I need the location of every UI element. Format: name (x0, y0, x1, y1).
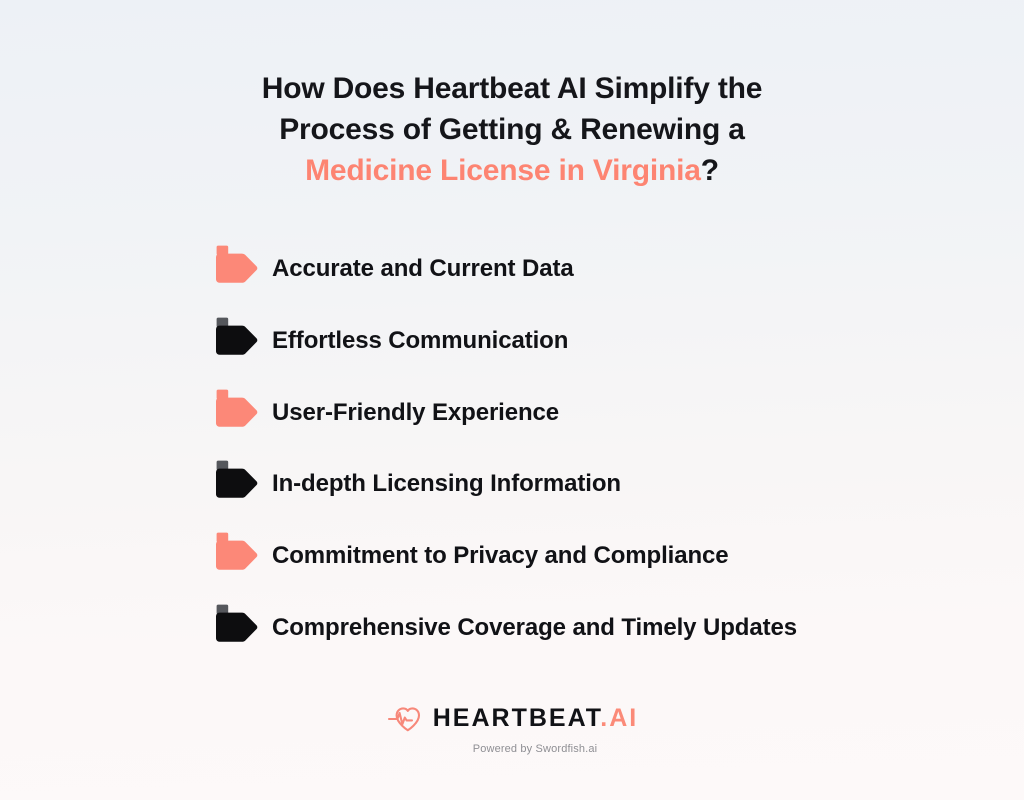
list-item: Accurate and Current Data (216, 243, 976, 315)
title-line-2: Process of Getting & Renewing a (279, 113, 745, 146)
logo-wordmark-accent: .AI (600, 703, 639, 732)
list-item-label: Accurate and Current Data (272, 255, 574, 282)
flag-icon (216, 459, 262, 507)
list-item-label: Effortless Communication (272, 326, 569, 354)
feature-list: Accurate and Current Data Effortless Com… (216, 243, 976, 674)
logo-tagline: Powered by Swordfish.ai (472, 743, 598, 755)
list-item: In-depth Licensing Information (216, 458, 976, 530)
logo-wordmark-primary: HEARTBEAT (432, 703, 601, 732)
list-item-label: Commitment to Privacy and Compliance (272, 542, 729, 570)
flag-icon (216, 316, 262, 364)
page-title: How Does Heartbeat AI Simplify the Proce… (0, 68, 1024, 191)
title-question-mark: ? (700, 154, 719, 187)
flag-icon (216, 603, 262, 651)
title-line-1: How Does Heartbeat AI Simplify the (261, 72, 763, 105)
brand-logo: HEARTBEAT.AI Powered by Swordfish.ai (0, 702, 1024, 755)
title-line-3: Medicine License in Virginia? (0, 150, 1024, 191)
flag-icon (216, 531, 262, 579)
title-accent-text: Medicine License in Virginia (305, 154, 701, 187)
logo-wordmark: HEARTBEAT.AI (432, 703, 639, 732)
heartbeat-pulse-icon (387, 707, 420, 732)
list-item-label: Comprehensive Coverage and Timely Update… (272, 613, 797, 641)
list-item: User-Friendly Experience (216, 387, 976, 459)
flag-icon (216, 244, 262, 292)
flag-icon (216, 388, 262, 436)
list-item-label: In-depth Licensing Information (272, 470, 621, 498)
list-item: Comprehensive Coverage and Timely Update… (216, 602, 976, 674)
list-item: Commitment to Privacy and Compliance (216, 530, 976, 602)
logo-row: HEARTBEAT.AI (386, 702, 639, 734)
list-item: Effortless Communication (216, 315, 976, 387)
list-item-label: User-Friendly Experience (272, 398, 560, 426)
